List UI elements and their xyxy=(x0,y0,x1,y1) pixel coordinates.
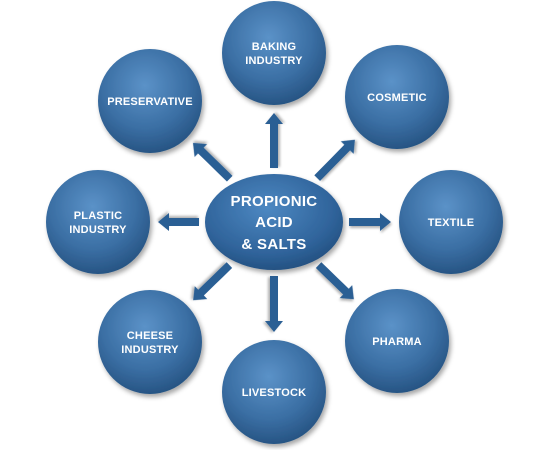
node-label-plastic-industry-line-1: PLASTIC xyxy=(74,210,122,222)
node-circle-pharma xyxy=(345,289,449,393)
node-label-textile-line-1: TEXTILE xyxy=(428,217,475,229)
node-baking-industry: BAKING INDUSTRY xyxy=(222,1,326,105)
arrow-to-plastic-industry xyxy=(158,213,199,231)
arrow-to-baking-industry xyxy=(265,113,283,168)
node-label-cheese-industry-line-2: INDUSTRY xyxy=(121,344,179,356)
node-label-baking-industry-line-2: INDUSTRY xyxy=(245,55,303,67)
arrow-to-cheese-industry xyxy=(193,262,233,301)
node-textile: TEXTILE xyxy=(399,170,503,274)
arrow-to-preservative xyxy=(192,142,233,182)
center-node-propionic-acid: PROPIONIC ACID & SALTS xyxy=(205,174,343,270)
node-label-preservative-line-1: PRESERVATIVE xyxy=(107,96,193,108)
arrow-to-cosmetic xyxy=(314,139,355,181)
node-circle-baking-industry xyxy=(222,1,326,105)
node-plastic-industry: PLASTIC INDUSTRY xyxy=(46,170,150,274)
center-label-line-1: PROPIONIC xyxy=(231,193,318,210)
node-pharma: PHARMA xyxy=(345,289,449,393)
node-preservative: PRESERVATIVE xyxy=(98,49,202,153)
arrow-to-textile xyxy=(349,213,391,231)
node-label-baking-industry-line-1: BAKING xyxy=(252,41,297,53)
node-cosmetic: COSMETIC xyxy=(345,45,449,149)
node-circle-cheese-industry xyxy=(98,290,202,394)
connector-arrows xyxy=(158,113,391,332)
center-label-line-2: ACID xyxy=(255,214,293,231)
node-circle-livestock xyxy=(222,340,326,444)
center-ellipse xyxy=(205,174,343,270)
node-label-cheese-industry-line-1: CHEESE xyxy=(127,330,173,342)
center-label-line-3: & SALTS xyxy=(241,236,306,253)
application-nodes: BAKING INDUSTRY COSMETIC TEXTILE PHARMA LIVES… xyxy=(46,1,503,444)
node-label-pharma-line-1: PHARMA xyxy=(372,336,421,348)
node-circle-preservative xyxy=(98,49,202,153)
node-label-livestock-line-1: LIVESTOCK xyxy=(242,387,307,399)
arrow-to-livestock xyxy=(265,276,283,332)
node-label-plastic-industry-line-2: INDUSTRY xyxy=(69,224,127,236)
node-circle-cosmetic xyxy=(345,45,449,149)
arrow-to-pharma xyxy=(315,262,354,300)
node-label-cosmetic-line-1: COSMETIC xyxy=(367,92,427,104)
node-circle-plastic-industry xyxy=(46,170,150,274)
node-circle-textile xyxy=(399,170,503,274)
node-cheese-industry: CHEESE INDUSTRY xyxy=(98,290,202,394)
node-livestock: LIVESTOCK xyxy=(222,340,326,444)
